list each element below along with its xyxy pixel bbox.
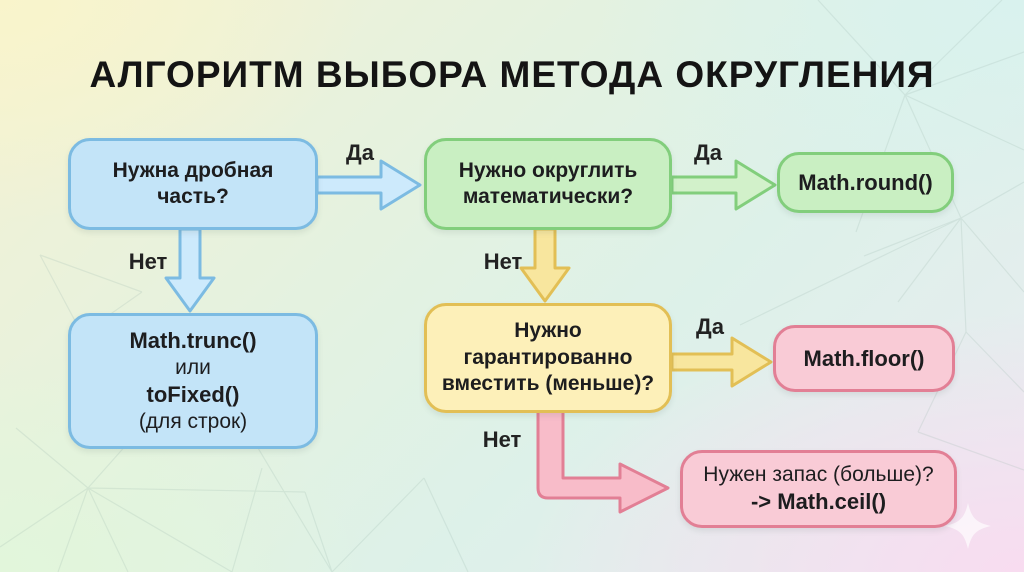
- node-text: toFixed(): [146, 382, 240, 407]
- node-text: Нужно округлить: [458, 158, 638, 182]
- node-text: Math.trunc(): [129, 327, 257, 353]
- node-math-ceil-result: Нужен запас (больше)? -> Math.ceil(): [680, 450, 957, 528]
- node-math-round-result: Math.round(): [777, 152, 954, 213]
- edge-label-no-2: Нет: [483, 249, 523, 274]
- node-text: Нужна дробная: [112, 158, 274, 182]
- arrow-yes-to-math-floor: [670, 336, 773, 388]
- node-need-fraction-question: Нужна дробная часть?: [68, 138, 318, 230]
- node-trunc-tofixed-result: Math.trunc() или toFixed() (для строк): [68, 313, 318, 449]
- node-text: Нужен запас (больше)?: [703, 462, 934, 486]
- edge-label-yes-3: Да: [696, 314, 724, 339]
- edge-label-yes-2: Да: [694, 140, 722, 165]
- arrow-no-to-math-ceil: [536, 409, 670, 514]
- node-text: Math.round(): [798, 169, 933, 195]
- node-text: или: [175, 355, 211, 379]
- arrow-no-to-fit-question: [519, 228, 571, 303]
- node-text: гарантированно: [463, 345, 633, 369]
- arrow-yes-to-math-round: [670, 159, 777, 211]
- edge-label-no-1: Нет: [128, 249, 168, 274]
- edge-label-yes-1: Да: [346, 140, 374, 165]
- arrow-yes-to-round-question: [315, 159, 422, 211]
- node-text: вместить (меньше)?: [441, 372, 655, 396]
- node-text: -> Math.ceil(): [750, 489, 887, 515]
- node-text: часть?: [157, 185, 229, 208]
- node-round-math-question: Нужно округлить математически?: [424, 138, 672, 230]
- node-math-floor-result: Math.floor(): [773, 325, 955, 392]
- page-title: АЛГОРИТМ ВЫБОРА МЕТОДА ОКРУГЛЕНИЯ: [89, 54, 935, 95]
- node-guaranteed-fit-question: Нужно гарантированно вместить (меньше)?: [424, 303, 672, 413]
- arrow-no-to-trunc: [164, 228, 216, 313]
- edge-label-no-3: Нет: [482, 427, 522, 452]
- node-text: Math.floor(): [803, 345, 925, 371]
- node-text: (для строк): [138, 409, 248, 433]
- node-text: Нужно: [514, 319, 582, 343]
- node-text: математически?: [462, 185, 634, 208]
